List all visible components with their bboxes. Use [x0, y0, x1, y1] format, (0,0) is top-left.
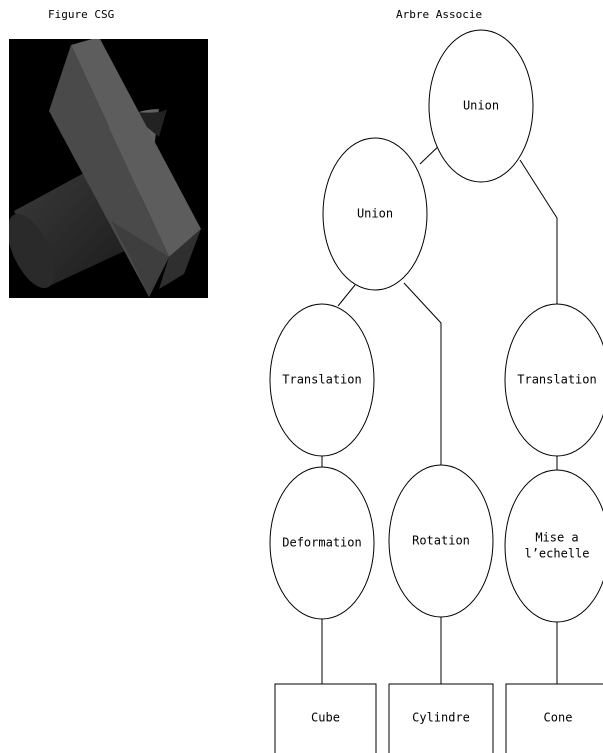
csg-render-svg — [9, 39, 201, 297]
node-ellipse — [269, 303, 375, 457]
node-ellipse — [322, 137, 428, 291]
node-ellipse — [428, 29, 534, 183]
node-union-left: Union — [322, 137, 428, 291]
node-box — [505, 683, 603, 753]
node-label: Cone — [544, 711, 573, 725]
node-rotation: Rotation — [388, 464, 494, 618]
figure-title: Figure CSG — [48, 8, 115, 21]
node-label: Translation — [282, 373, 361, 387]
node-ellipse — [504, 469, 603, 623]
edge-union-left-to-translation-left — [337, 284, 356, 307]
node-label: Translation — [517, 373, 596, 387]
cube-slab-shape — [71, 39, 201, 257]
edge-union-root-to-translation-right — [519, 159, 558, 304]
node-cube: Cube — [274, 683, 377, 753]
node-ellipse — [388, 464, 494, 618]
node-translation-right: Translation — [504, 303, 603, 457]
tree-edges — [321, 139, 558, 684]
node-box — [274, 683, 377, 753]
node-label: Union — [463, 99, 499, 113]
node-label: Deformation — [282, 536, 361, 550]
tree-title: Arbre Associe — [396, 8, 483, 21]
node-mise-a-echelle: Mise a l’echelle — [504, 469, 603, 623]
node-ellipse — [504, 303, 603, 457]
node-label: Cube — [311, 711, 340, 725]
node-label: Mise a — [535, 531, 578, 545]
node-cone: Cone — [505, 683, 603, 753]
node-label: Cylindre — [412, 711, 470, 725]
node-box — [388, 683, 494, 753]
cylinder-end-shape — [9, 213, 55, 289]
node-label: l’echelle — [524, 547, 589, 561]
node-union-root: Union — [428, 29, 534, 183]
csg-render-image — [9, 39, 208, 298]
node-label: Union — [357, 207, 393, 221]
node-cylindre: Cylindre — [388, 683, 494, 753]
node-deformation: Deformation — [269, 466, 375, 620]
node-translation-left: Translation — [269, 303, 375, 457]
node-ellipse — [269, 466, 375, 620]
edge-union-left-to-rotation — [403, 282, 442, 466]
node-label: Rotation — [412, 534, 470, 548]
